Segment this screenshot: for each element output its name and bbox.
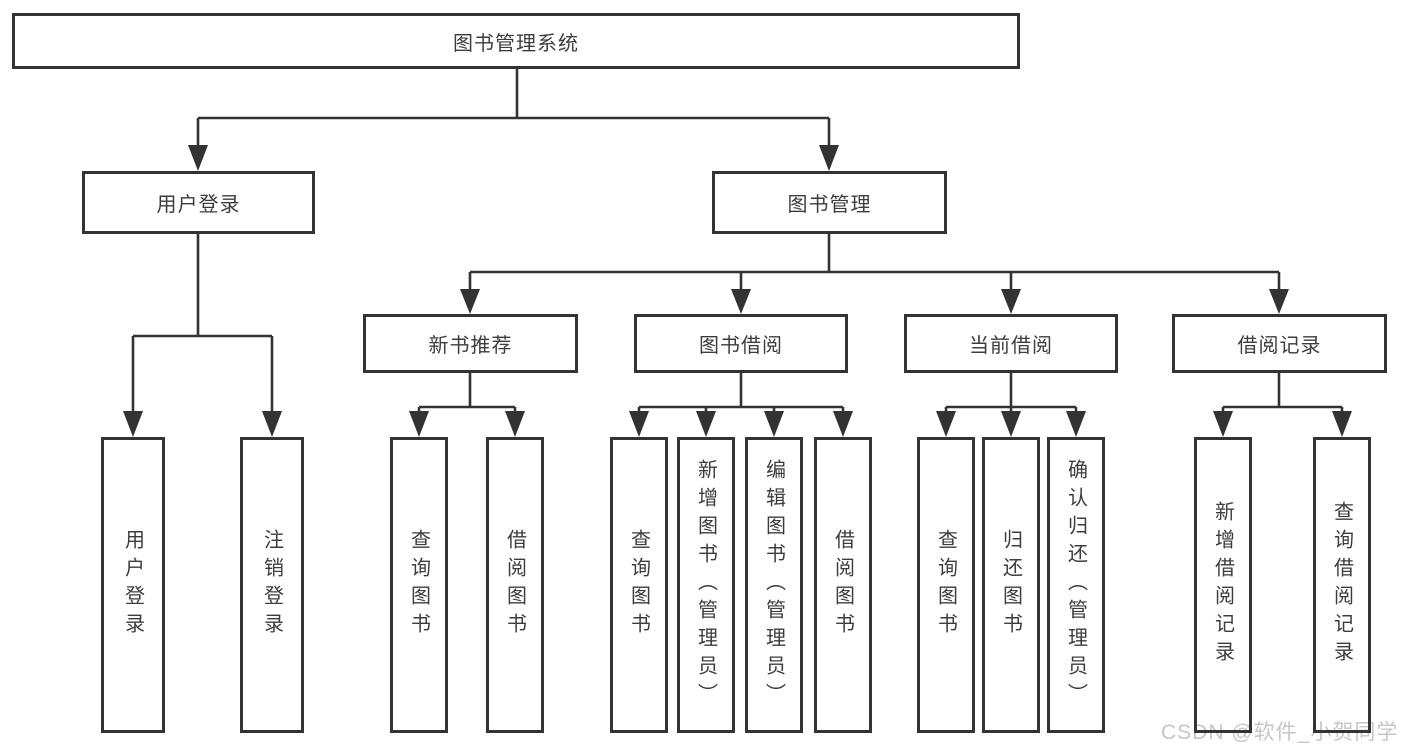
- connector-book-borrow-to-leaves: [629, 373, 853, 437]
- leaf-user-login: 用户登录: [101, 437, 165, 733]
- connector-root-to-level2: [188, 69, 839, 171]
- leaf-current-confirm-return-admin: 确认归还（管理员）: [1047, 437, 1105, 733]
- leaf-borrow-query-books: 查询图书: [610, 437, 668, 733]
- node-book-management: 图书管理: [712, 171, 947, 234]
- node-new-book-recommend: 新书推荐: [363, 314, 578, 373]
- leaf-records-query-record: 查询借阅记录: [1313, 437, 1371, 733]
- leaf-newbooks-query-books: 查询图书: [390, 437, 448, 733]
- node-user-login: 用户登录: [82, 171, 315, 234]
- leaf-newbooks-borrow-books: 借阅图书: [486, 437, 544, 733]
- connector-book-management-to-level3: [460, 234, 1289, 314]
- connector-new-books-to-leaves: [409, 373, 525, 437]
- node-current-borrow: 当前借阅: [904, 314, 1118, 373]
- leaf-borrow-borrow-books: 借阅图书: [814, 437, 872, 733]
- csdn-watermark: CSDN @软件_小贺同学: [1161, 721, 1399, 744]
- leaf-current-query-books: 查询图书: [917, 437, 975, 733]
- connector-user-login-to-leaves: [123, 234, 282, 437]
- connector-borrow-records-to-leaves: [1213, 373, 1352, 437]
- leaf-records-add-record: 新增借阅记录: [1194, 437, 1252, 733]
- leaf-borrow-add-books-admin: 新增图书（管理员）: [677, 437, 735, 733]
- node-book-borrow: 图书借阅: [634, 314, 848, 373]
- connector-current-borrow-to-leaves: [936, 373, 1086, 437]
- leaf-logout: 注销登录: [240, 437, 304, 733]
- leaf-borrow-edit-books-admin: 编辑图书（管理员）: [745, 437, 803, 733]
- leaf-current-return-books: 归还图书: [982, 437, 1040, 733]
- node-borrow-records: 借阅记录: [1172, 314, 1387, 373]
- node-library-management-system: 图书管理系统: [12, 13, 1020, 69]
